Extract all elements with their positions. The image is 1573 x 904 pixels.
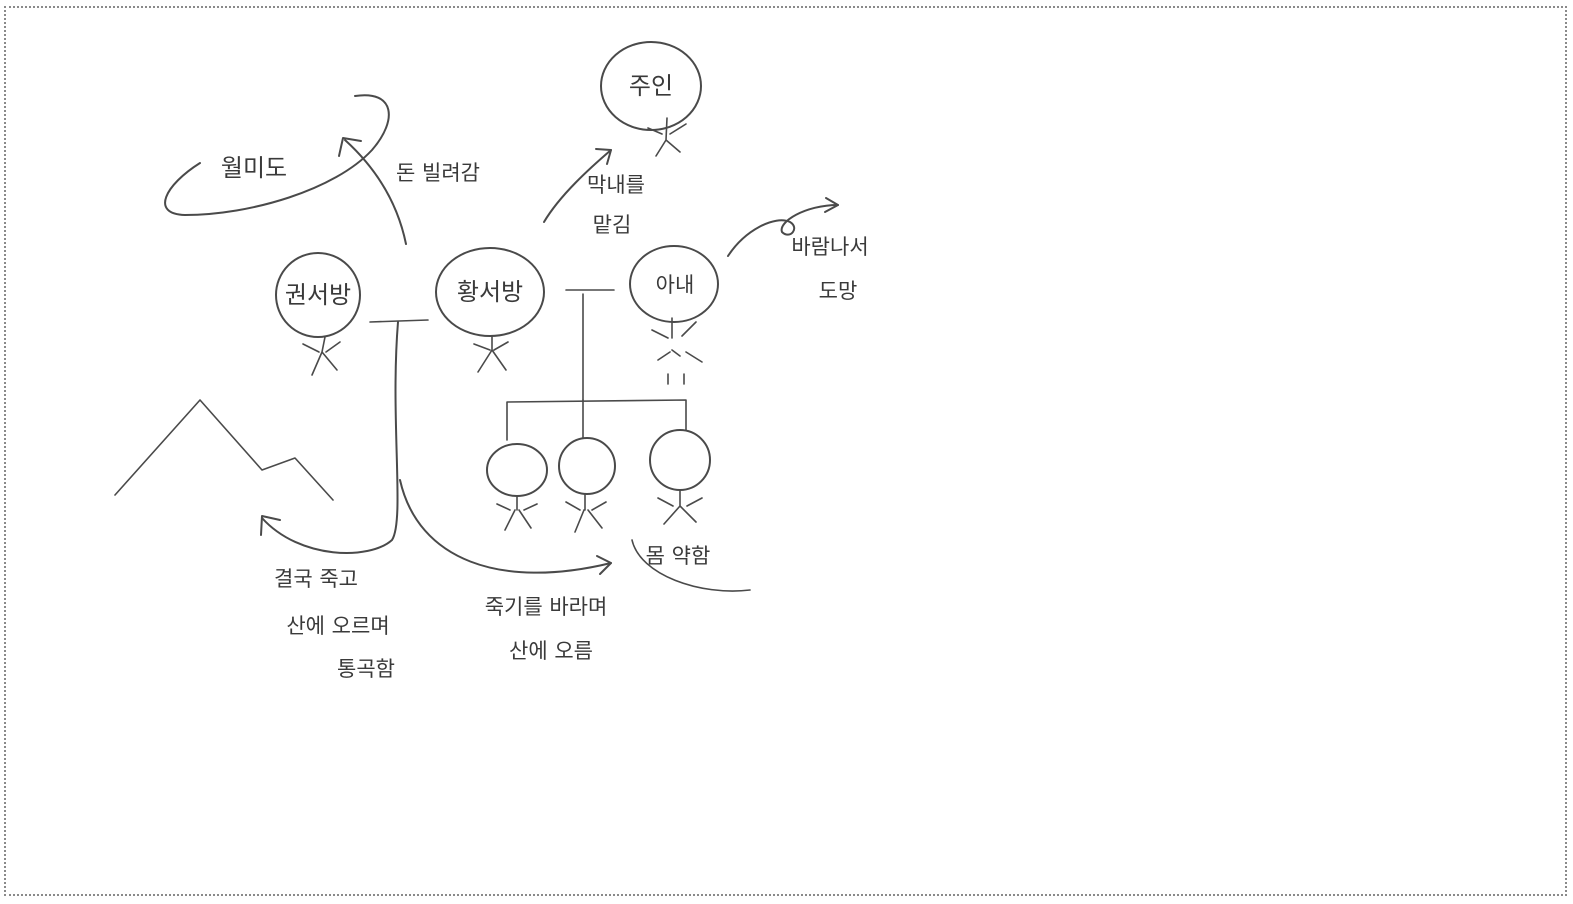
wolmido-curve	[164, 94, 390, 216]
weak-body-label: 몸 약함	[646, 544, 711, 568]
borrowed-arrow-head	[338, 137, 362, 157]
ran-away-label-1: 바람나서	[791, 235, 868, 259]
hwang-body	[473, 335, 509, 373]
borrowed-arrow-line	[344, 139, 407, 245]
kwon-head	[275, 252, 361, 338]
death-label-3: 통곡함	[337, 657, 395, 681]
page-border	[4, 6, 1567, 896]
death-label-1: 결국 죽고	[274, 567, 358, 591]
hwang-head	[435, 247, 545, 337]
wife-label: 아내	[656, 273, 695, 297]
children-bracket	[506, 399, 687, 441]
child-3-body	[657, 489, 703, 525]
hwang-label: 황서방	[457, 278, 523, 306]
borrowed-money-arrow: 돈 빌려감	[338, 137, 480, 245]
child-1-head	[486, 443, 548, 497]
entrust-label-2: 맡김	[593, 213, 632, 237]
kwon-figure: 권서방	[275, 252, 361, 376]
relationship-lines	[369, 289, 687, 441]
child-3-head	[649, 429, 711, 491]
owner-label: 주인	[629, 72, 673, 100]
borrowed-money-label: 돈 빌려감	[396, 161, 480, 185]
wife-head	[629, 245, 719, 323]
death-label-2: 산에 오르며	[286, 614, 389, 638]
hwang-figure: 황서방	[435, 247, 545, 373]
kwon-hwang-line	[369, 319, 429, 323]
ran-away-arrow-line	[727, 204, 839, 257]
child-1-body	[496, 495, 538, 531]
death-arrow-head	[260, 515, 281, 536]
hope-label-2: 산에 오름	[509, 639, 593, 663]
kwon-label: 권서방	[285, 281, 351, 309]
hope-arrow-line	[399, 479, 612, 574]
child-3: 몸 약함	[631, 429, 751, 592]
wolmido-label: 월미도	[221, 154, 287, 182]
ran-away-label-2: 도망	[819, 279, 858, 303]
wife-body	[651, 317, 703, 385]
owner-figure: 주인	[600, 41, 702, 157]
death-arrow: 결국 죽고 산에 오르며 통곡함	[260, 321, 399, 681]
entrust-arrow-head	[595, 148, 612, 165]
child-1	[486, 443, 548, 531]
kwon-body	[302, 336, 341, 376]
death-arrow-line	[261, 321, 399, 554]
mountain	[114, 399, 334, 501]
ran-away-arrow-head	[824, 197, 839, 213]
hope-label-1: 죽기를 바라며	[485, 595, 608, 619]
entrust-label-1: 막내를	[587, 173, 645, 197]
child-2	[558, 437, 616, 533]
hope-arrow-head	[596, 555, 612, 575]
wolmido-loop: 월미도	[164, 94, 390, 216]
mountain-outline	[114, 399, 334, 501]
entrust-arrow: 막내를 맡김	[543, 148, 645, 237]
child-2-head	[558, 437, 616, 495]
entrust-arrow-line	[543, 149, 612, 223]
hope-arrow: 죽기를 바라며 산에 오름	[399, 479, 612, 663]
wife-figure: 아내	[629, 245, 719, 385]
owner-body	[647, 117, 687, 157]
child-2-body	[565, 493, 607, 533]
ran-away-arrow: 바람나서 도망	[727, 197, 869, 303]
child-3-circle-arc	[631, 539, 751, 592]
